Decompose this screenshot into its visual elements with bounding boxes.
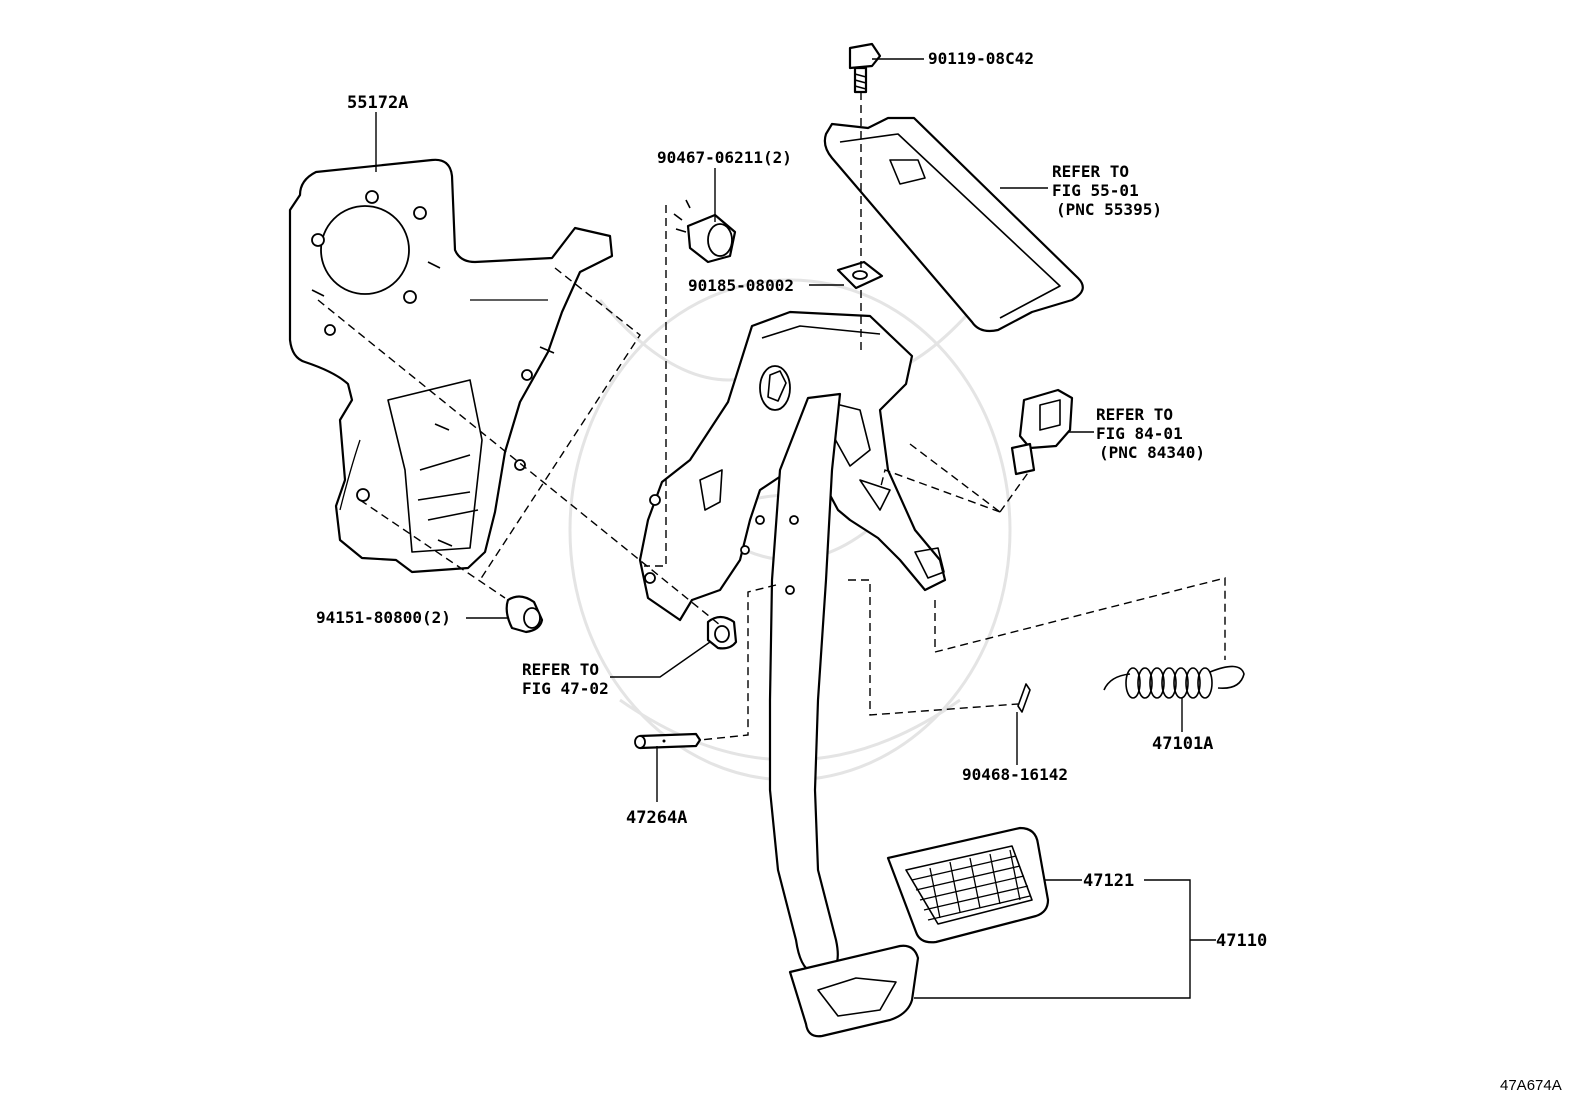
svg-text:(PNC 55395): (PNC 55395) bbox=[1056, 200, 1162, 219]
ref-fig-55-01: REFER TO FIG 55-01 (PNC 55395) bbox=[1052, 162, 1162, 219]
nut-90185[interactable] bbox=[836, 260, 884, 290]
svg-text:REFER TO: REFER TO bbox=[522, 660, 599, 679]
diagram-code: 47A674A bbox=[1500, 1077, 1562, 1094]
pedal-pad-base[interactable] bbox=[788, 944, 920, 1038]
label-47121: 47121 bbox=[1083, 871, 1134, 891]
leader-lines bbox=[375, 58, 1216, 999]
brake-pedal-arm[interactable] bbox=[768, 392, 842, 974]
svg-text:REFER TO: REFER TO bbox=[1052, 162, 1129, 181]
label-90185: 90185-08002 bbox=[688, 276, 794, 295]
ref-fig-47-02: REFER TO FIG 47-02 bbox=[522, 660, 609, 698]
bushing-94151[interactable] bbox=[505, 595, 544, 634]
label-55172a: 55172A bbox=[347, 93, 408, 113]
svg-text:FIG 47-02: FIG 47-02 bbox=[522, 679, 609, 698]
label-90119: 90119-08C42 bbox=[928, 49, 1034, 68]
label-94151: 94151-80800(2) bbox=[316, 608, 451, 627]
label-47101a: 47101A bbox=[1152, 734, 1213, 754]
bushing-fig47[interactable] bbox=[706, 615, 738, 650]
clip-90467[interactable] bbox=[673, 199, 737, 264]
label-90468: 90468-16142 bbox=[962, 765, 1068, 784]
pedal-pad-cover-plate[interactable] bbox=[823, 116, 1084, 333]
svg-text:(PNC 84340): (PNC 84340) bbox=[1099, 443, 1205, 462]
label-47264a: 47264A bbox=[626, 808, 687, 828]
bolt-90119[interactable] bbox=[848, 42, 882, 94]
label-47110: 47110 bbox=[1216, 931, 1267, 951]
label-90467: 90467-06211(2) bbox=[657, 148, 792, 167]
svg-text:FIG 84-01: FIG 84-01 bbox=[1096, 424, 1183, 443]
clip-pin-90468[interactable] bbox=[1017, 683, 1031, 713]
pedal-pad-47121[interactable] bbox=[886, 826, 1050, 944]
svg-text:FIG 55-01: FIG 55-01 bbox=[1052, 181, 1139, 200]
ref-fig-84-01: REFER TO FIG 84-01 (PNC 84340) bbox=[1096, 405, 1205, 462]
svg-text:REFER TO: REFER TO bbox=[1096, 405, 1173, 424]
return-spring-47101a[interactable] bbox=[1103, 665, 1245, 699]
stop-lamp-switch[interactable] bbox=[1010, 388, 1074, 476]
bracket-55172a[interactable] bbox=[288, 158, 614, 574]
assembly-lines bbox=[317, 92, 1226, 741]
pin-47264a[interactable] bbox=[634, 732, 702, 750]
